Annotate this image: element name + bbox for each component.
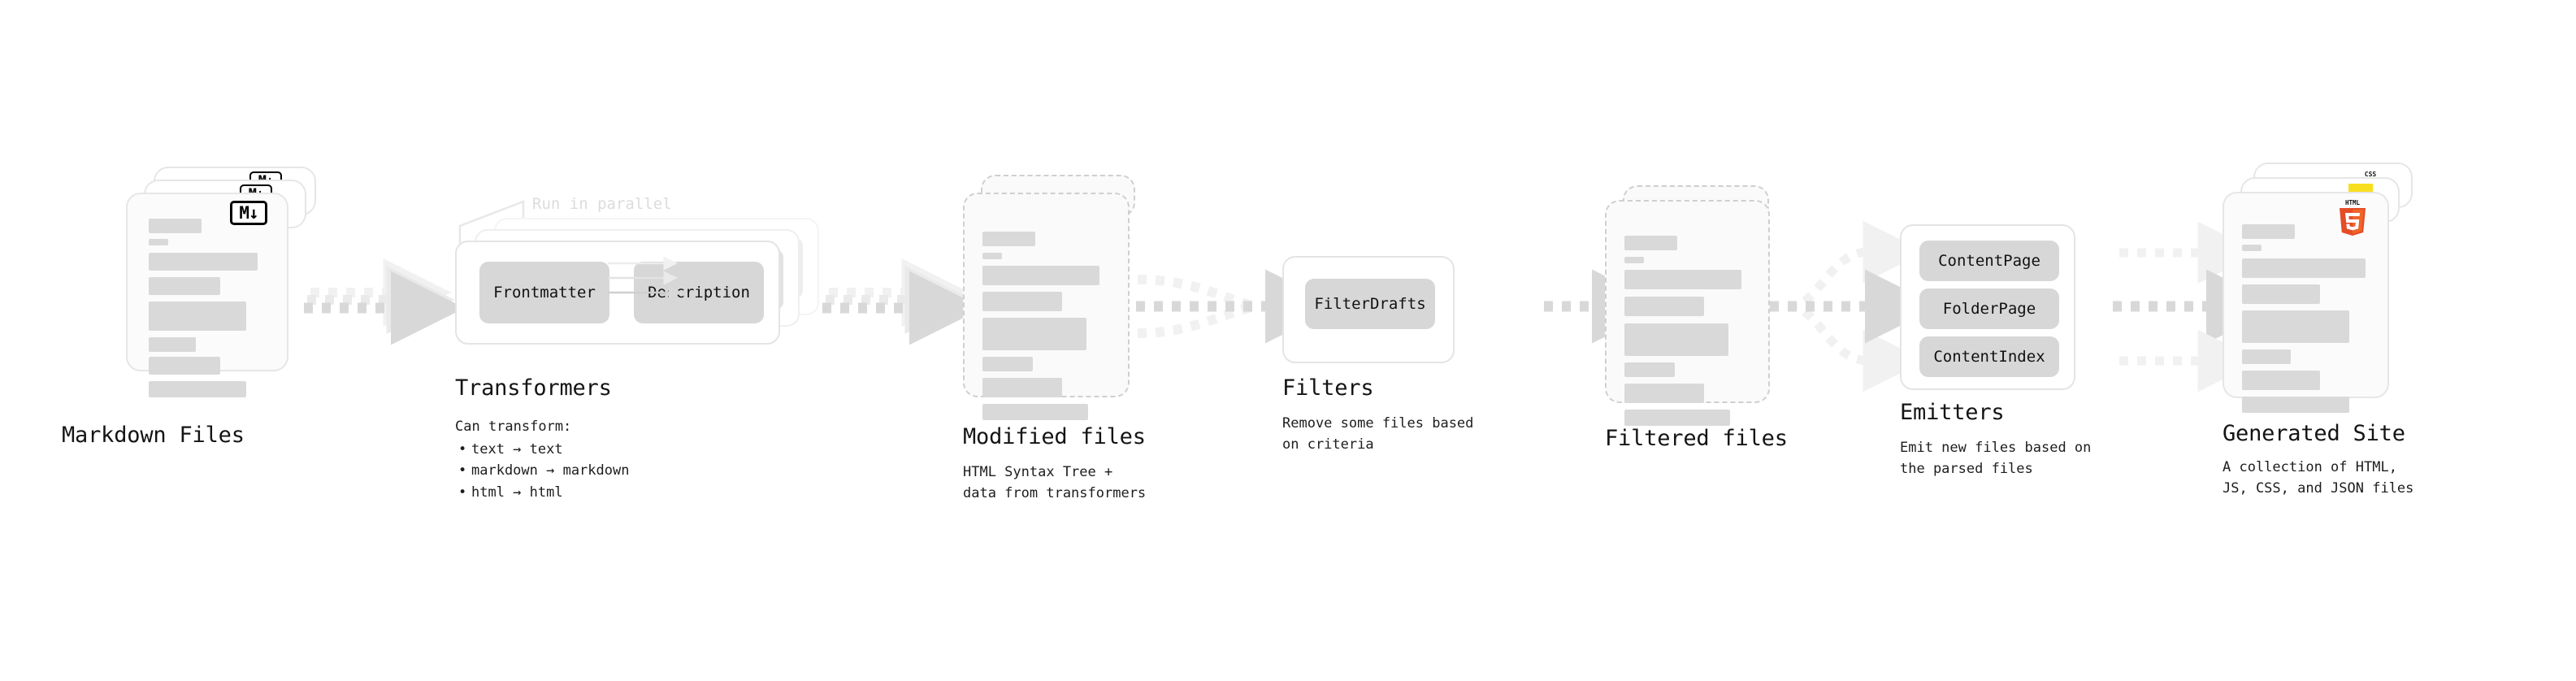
skeleton-bar [982, 357, 1033, 371]
skeleton-bar [1624, 236, 1677, 250]
site-card-front-html [2223, 192, 2389, 413]
skeleton-bar [2242, 349, 2291, 364]
svg-text:HTML: HTML [2345, 199, 2361, 206]
transformers-list: text → text markdown → markdown html → h… [455, 439, 630, 504]
emitters-group: ContentPage FolderPage ContentIndex [1900, 224, 2075, 390]
skeleton-bar [982, 404, 1088, 420]
skeleton-bar [1624, 362, 1675, 377]
skeleton-bar [2242, 224, 2295, 239]
skeleton-bar [2242, 258, 2366, 278]
markdown-icon: M↓ [230, 201, 267, 225]
arrow-emitters-to-site [2113, 221, 2280, 393]
skeleton-bar [2242, 284, 2320, 304]
skeleton-bar [149, 219, 202, 233]
skeleton-bar [1624, 297, 1704, 316]
skeleton-bar [2242, 371, 2320, 390]
skeleton-bar [2242, 245, 2262, 251]
skeleton-bar [982, 378, 1062, 397]
list-item: markdown → markdown [458, 460, 630, 482]
stage-title-markdown-files: Markdown Files [62, 423, 245, 448]
skeleton-bar [149, 301, 246, 331]
filtered-card-front [1605, 200, 1770, 426]
skeleton-bar [2242, 310, 2349, 343]
list-item: text → text [458, 439, 629, 461]
skeleton-bar [1624, 323, 1728, 356]
stage-title-modified-files: Modified files [963, 424, 1146, 449]
modified-files-subtitle: HTML Syntax Tree + data from transformer… [963, 464, 1147, 502]
skeleton-bar [982, 266, 1099, 285]
filtered-files-stack [1605, 185, 1792, 445]
run-in-parallel-label: Run in parallel [532, 195, 672, 213]
filters-group: FilterDrafts [1282, 256, 1455, 363]
skeleton-bar [2242, 397, 2349, 413]
transformers-intro: Can transform: [455, 419, 572, 435]
skeleton-bar [149, 357, 220, 375]
skeleton-bar [149, 253, 258, 271]
markdown-files-stack: M↓ M↓ M↓ [126, 167, 329, 427]
skeleton-bar [982, 318, 1086, 350]
filters-subtitle: Remove some files based on criteria [1282, 415, 1474, 453]
skeleton-bar [149, 337, 196, 352]
emitter-pill-contentindex[interactable]: ContentIndex [1919, 336, 2059, 377]
transformer-pill-frontmatter[interactable]: Frontmatter [479, 262, 609, 323]
emitter-pill-contentpage[interactable]: ContentPage [1919, 241, 2059, 281]
transformer-inner-arrows [608, 256, 683, 300]
stage-title-transformers: Transformers [455, 375, 612, 401]
transformers-group: Frontmatter Description [455, 218, 837, 348]
skeleton-bar [982, 232, 1035, 246]
stage-title-filtered-files: Filtered files [1605, 426, 1788, 451]
modified-files-stack [963, 175, 1158, 435]
skeleton-bar [982, 292, 1062, 311]
skeleton-bar [1624, 410, 1730, 426]
skeleton-bar [1624, 270, 1741, 289]
skeleton-bar [149, 381, 246, 397]
stage-title-filters: Filters [1282, 375, 1374, 401]
generated-site-stack: CSS HTML [2223, 163, 2434, 431]
arrow-transformers-to-modified [822, 258, 983, 345]
filter-pill-filterdrafts[interactable]: FilterDrafts [1305, 279, 1435, 329]
emitter-pill-folderpage[interactable]: FolderPage [1919, 288, 2059, 329]
skeleton-bar [149, 277, 220, 295]
arrow-markdown-to-transformers [304, 258, 465, 345]
skeleton-bar [1624, 257, 1644, 263]
skeleton-bar [1624, 384, 1704, 403]
emitters-subtitle: Emit new files based on the parsed files [1900, 440, 2092, 478]
arrow-modified-to-filters [1136, 269, 1339, 344]
modified-card-front [963, 193, 1130, 420]
html5-icon: HTML [2340, 199, 2366, 236]
list-item: html → html [458, 482, 629, 504]
stage-title-emitters: Emitters [1900, 400, 2005, 425]
skeleton-bar [982, 253, 1002, 259]
css-icon-label: CSS [2359, 171, 2382, 178]
stage-title-generated-site: Generated Site [2223, 421, 2405, 446]
skeleton-bar [149, 239, 168, 245]
generated-site-subtitle: A collection of HTML, JS, CSS, and JSON … [2223, 459, 2414, 497]
